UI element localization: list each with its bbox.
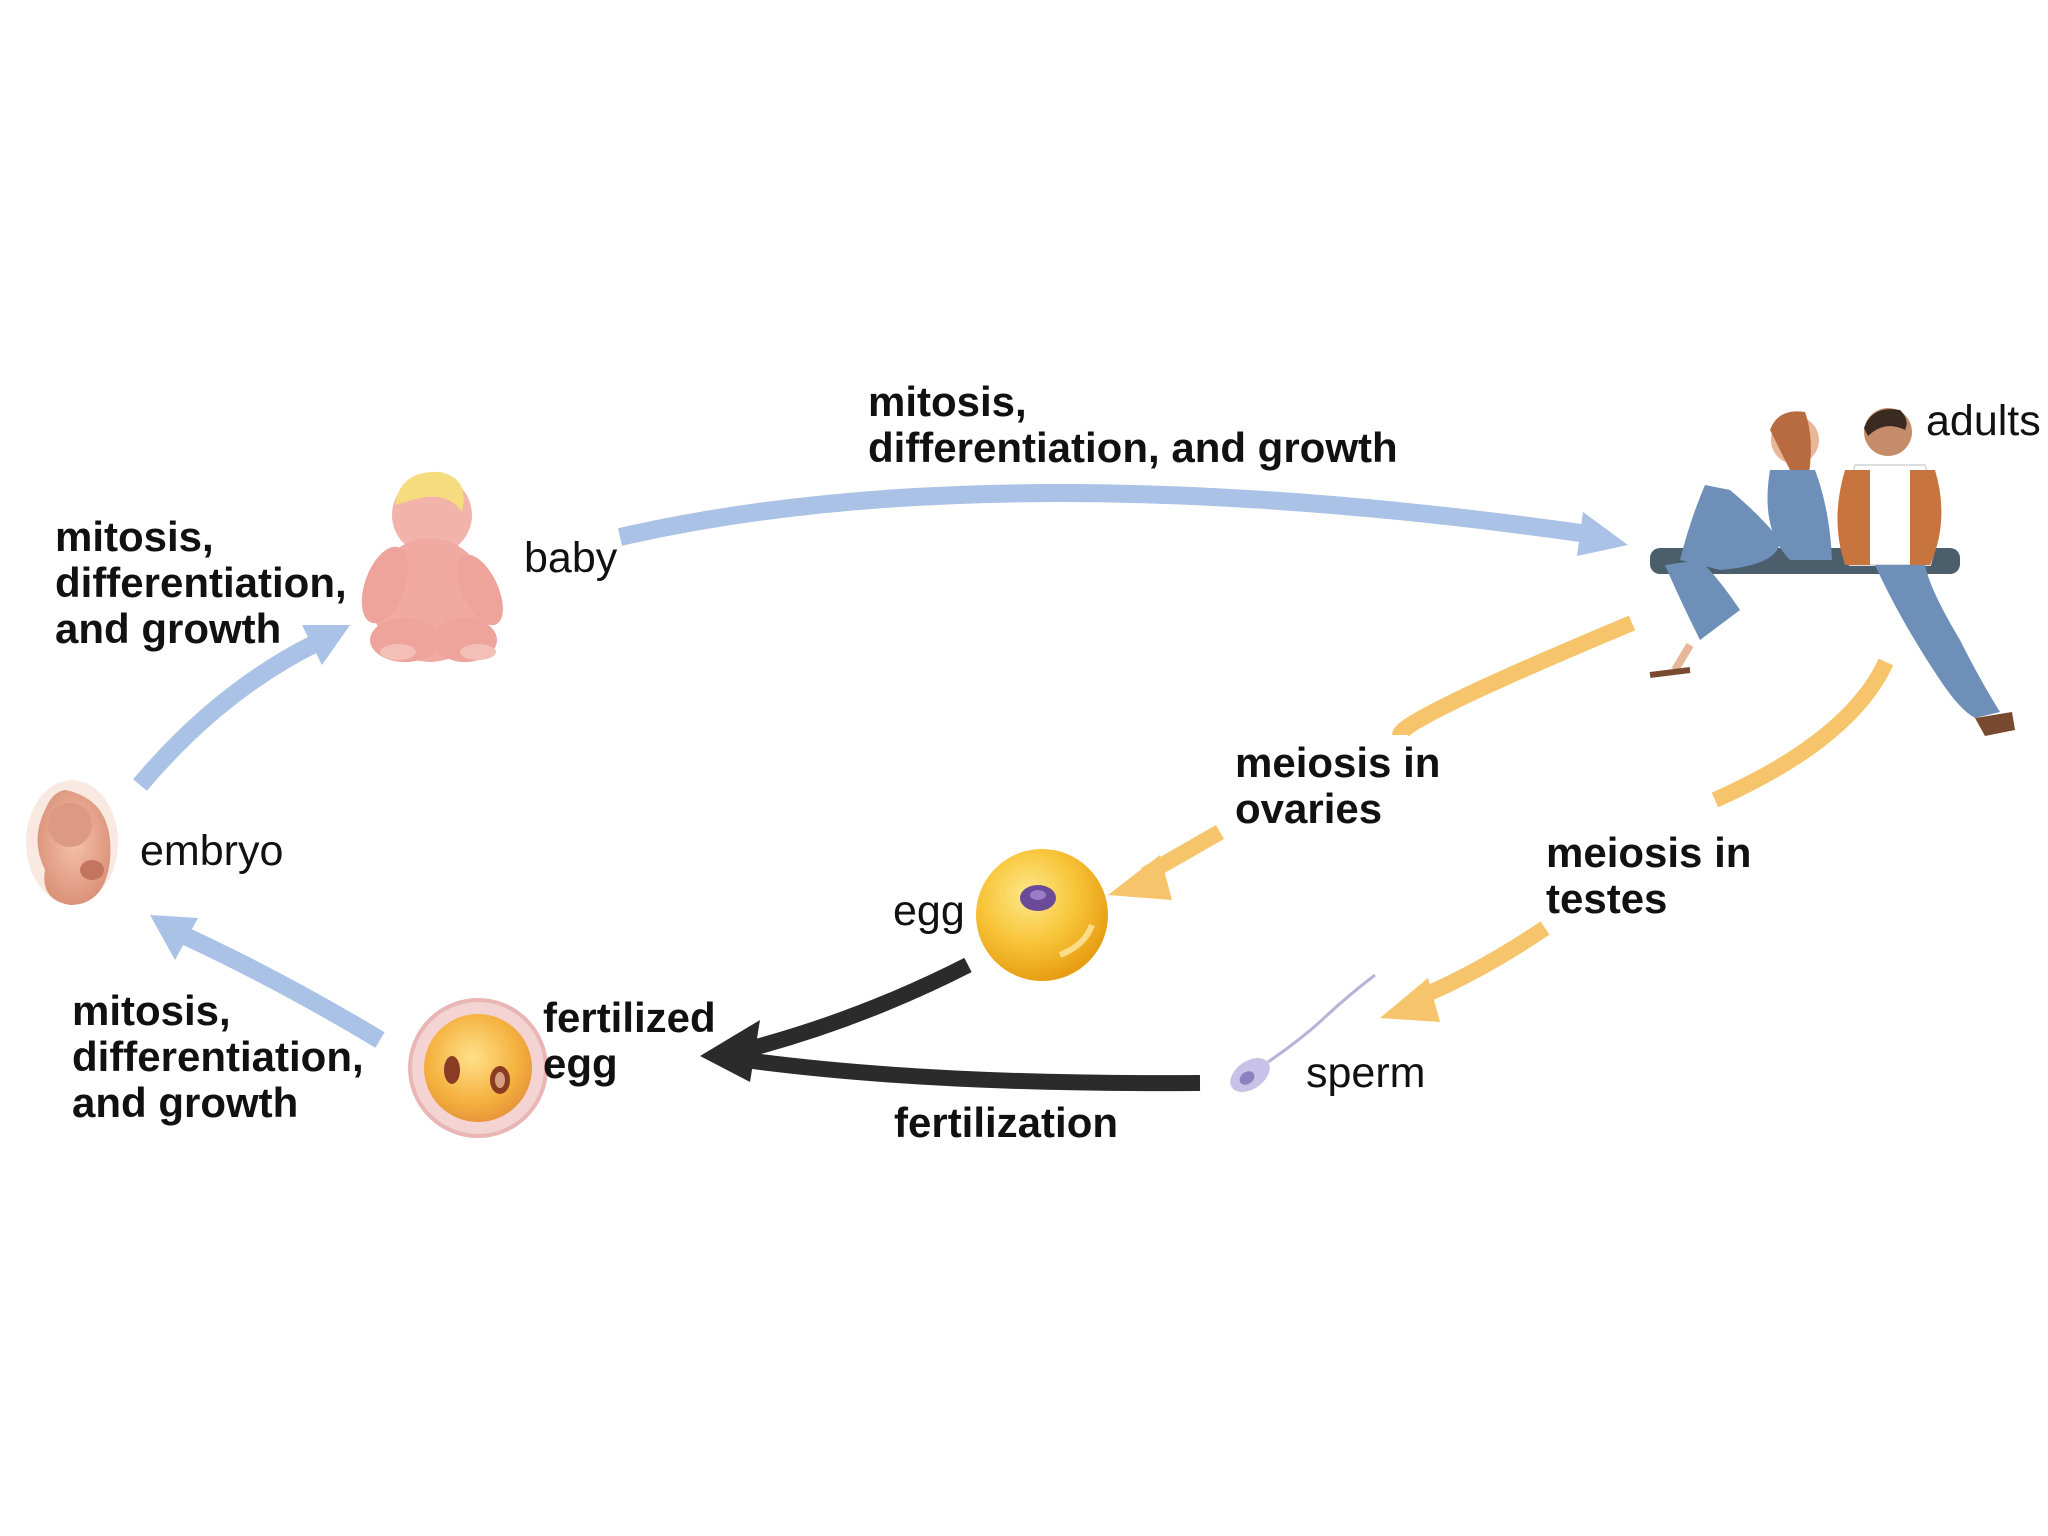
embryo-text: embryo	[140, 827, 284, 875]
label-egg: egg	[893, 888, 965, 934]
label-embryo: embryo	[140, 828, 283, 874]
label-meiosis-ovaries: meiosis in ovaries	[1235, 740, 1440, 832]
fertilization-text: fertilization	[894, 1099, 1119, 1146]
process-line-3: and growth	[72, 1079, 299, 1126]
baby-illustration	[361, 471, 503, 662]
label-embryo-to-baby: mitosis, differentiation, and growth	[55, 514, 347, 652]
process-line-2: differentiation,	[72, 1033, 364, 1080]
process-line-2: differentiation,	[55, 559, 347, 606]
adults-illustration	[1649, 408, 2015, 736]
process-line-2: ovaries	[1235, 785, 1383, 832]
process-line-2: testes	[1546, 875, 1668, 922]
label-fertilized-egg-to-embryo: mitosis, differentiation, and growth	[72, 988, 364, 1126]
process-line-1: mitosis,	[868, 378, 1027, 425]
label-baby-to-adults: mitosis, differentiation, and growth	[868, 379, 1398, 471]
process-line-1: meiosis in	[1235, 739, 1441, 786]
sperm-text: sperm	[1306, 1049, 1426, 1097]
label-baby: baby	[524, 535, 617, 581]
sperm-cell-illustration	[1230, 973, 1376, 1093]
egg-text: egg	[893, 887, 965, 935]
egg-cell-illustration	[976, 849, 1108, 981]
arrow-baby-to-adults	[617, 484, 1628, 556]
label-sperm: sperm	[1306, 1050, 1425, 1096]
arrow-embryo-to-baby	[133, 625, 350, 791]
process-line-1: meiosis in	[1546, 829, 1752, 876]
arrow-fertilized-egg-to-embryo	[150, 915, 385, 1048]
fertilized-egg-line-1: fertilized	[543, 994, 716, 1041]
label-meiosis-testes: meiosis in testes	[1546, 830, 1751, 922]
label-fertilization: fertilization	[894, 1100, 1118, 1146]
label-fertilized-egg: fertilized egg	[543, 995, 716, 1087]
adults-text: adults	[1926, 397, 2041, 445]
fertilized-egg-line-2: egg	[543, 1040, 618, 1087]
embryo-illustration	[26, 780, 118, 905]
fertilized-egg-illustration	[408, 998, 548, 1138]
label-adults: adults	[1926, 398, 2041, 444]
process-line-3: and growth	[55, 605, 282, 652]
baby-text: baby	[524, 534, 618, 582]
process-line-1: mitosis,	[72, 987, 231, 1034]
process-line-2: differentiation, and growth	[868, 424, 1398, 471]
arrow-meiosis-ovaries	[1108, 615, 1636, 900]
arrow-fertilization	[700, 957, 1201, 1092]
process-line-1: mitosis,	[55, 513, 214, 560]
arrow-meiosis-testes	[1380, 658, 1894, 1022]
